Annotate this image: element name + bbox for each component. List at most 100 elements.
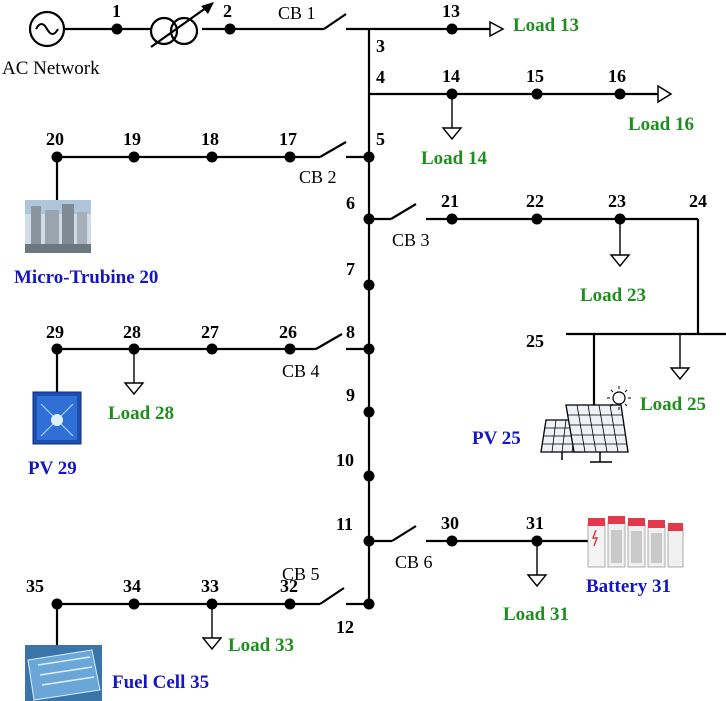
breaker-cb4-label: CB 4 [282, 361, 320, 381]
node-11-dot [363, 535, 375, 547]
node-28-dot [128, 343, 140, 355]
load-label-23: Load 23 [580, 285, 646, 306]
node-27-dot [206, 343, 218, 355]
node-14-dot [446, 88, 458, 100]
load-label-13: Load 13 [513, 15, 579, 36]
breaker-cb2-label: CB 2 [299, 167, 337, 187]
node-6-dot [363, 213, 375, 225]
node-30-dot [446, 535, 458, 547]
node-label-28: 28 [123, 322, 141, 342]
node-label-7: 7 [346, 259, 355, 279]
battery-icon [587, 516, 684, 568]
node-32-dot [284, 598, 296, 610]
node-label-4: 4 [376, 67, 385, 87]
node-label-25: 25 [526, 331, 544, 351]
node-label-3: 3 [376, 36, 385, 56]
node-label-22: 22 [526, 191, 544, 211]
load-label-25: Load 25 [640, 394, 706, 415]
load-labels: Load 13 Load 16 Load 14 Load 23 Load 25 … [108, 15, 706, 656]
node-label-9: 9 [346, 385, 355, 405]
breaker-cb5-label: CB 5 [282, 564, 320, 584]
breaker-cb5: CB 5 [282, 564, 345, 605]
node-22-dot [531, 213, 543, 225]
node-label-24: 24 [689, 191, 707, 211]
load-13-arrow-icon [489, 20, 505, 38]
load-23-icon [609, 219, 631, 268]
load-label-31: Load 31 [503, 604, 569, 625]
pv-29-label: PV 29 [28, 458, 77, 479]
node-label-1: 1 [112, 1, 121, 21]
node-5-dot [363, 151, 375, 163]
node-17-dot [284, 151, 296, 163]
node-labels: 1 2 3 4 5 6 7 8 9 10 11 12 13 14 15 16 1… [26, 1, 707, 637]
node-label-14: 14 [442, 66, 460, 86]
load-label-14: Load 14 [421, 148, 487, 169]
node-23-dot [614, 213, 626, 225]
node-label-5: 5 [376, 129, 385, 149]
pv-25-panel-icon [540, 404, 629, 463]
node-label-2: 2 [223, 1, 232, 21]
load-25-icon [669, 334, 691, 381]
node-label-19: 19 [123, 129, 141, 149]
node-label-10: 10 [336, 450, 354, 470]
node-label-17: 17 [279, 129, 297, 149]
node-21-dot [446, 213, 458, 225]
node-7-dot [363, 279, 375, 291]
load-label-16: Load 16 [628, 114, 694, 135]
node-26-dot [284, 343, 296, 355]
node-18-dot [206, 151, 218, 163]
pv-29-panel-icon [32, 391, 82, 445]
node-10-dot [363, 470, 375, 482]
node-label-15: 15 [526, 66, 544, 86]
node-13-dot [446, 23, 458, 35]
node-label-30: 30 [441, 513, 459, 533]
node-31-dot [531, 535, 543, 547]
node-label-29: 29 [46, 322, 64, 342]
node-label-34: 34 [123, 576, 141, 596]
breaker-cb3-label: CB 3 [392, 230, 430, 250]
node-12-dot [363, 598, 375, 610]
node-label-26: 26 [279, 322, 297, 342]
load-16-arrow-icon [657, 84, 673, 104]
node-dots [51, 23, 626, 610]
node-35-dot [51, 598, 63, 610]
node-label-20: 20 [46, 129, 64, 149]
ac-source-icon [28, 10, 66, 48]
breaker-cb2: CB 2 [299, 141, 347, 187]
node-label-18: 18 [201, 129, 219, 149]
node-20-dot [51, 151, 63, 163]
transformer-icon [149, 2, 214, 48]
node-label-16: 16 [608, 66, 626, 86]
node-label-23: 23 [608, 191, 626, 211]
node-19-dot [128, 151, 140, 163]
node-label-11: 11 [336, 514, 353, 534]
load-31-icon [526, 541, 548, 588]
breaker-cb1: CB 1 [278, 3, 347, 30]
node-label-8: 8 [346, 322, 355, 342]
wiring [55, 27, 726, 645]
node-label-27: 27 [201, 322, 219, 342]
node-label-33: 33 [201, 576, 219, 596]
fuel-cell-label: Fuel Cell 35 [112, 672, 209, 693]
node-33-dot [206, 598, 218, 610]
battery-label: Battery 31 [586, 576, 671, 597]
node-label-13: 13 [442, 1, 460, 21]
fuel-cell-icon [25, 645, 102, 701]
ac-network-label: AC Network [2, 58, 100, 79]
node-15-dot [531, 88, 543, 100]
node-2-dot [224, 23, 236, 35]
node-1-dot [111, 23, 123, 35]
node-label-31: 31 [526, 513, 544, 533]
load-label-28: Load 28 [108, 403, 174, 424]
load-33-icon [201, 604, 223, 651]
breaker-cb1-label: CB 1 [278, 3, 316, 23]
load-label-33: Load 33 [228, 635, 294, 656]
breaker-cb6: CB 6 [391, 525, 433, 572]
node-label-6: 6 [346, 193, 355, 213]
micro-turbine-icon [25, 200, 91, 253]
pv-25-label: PV 25 [472, 428, 521, 449]
micro-turbine-label: Micro-Trubine 20 [14, 267, 158, 288]
node-label-35: 35 [26, 576, 44, 596]
load-14-icon [441, 94, 463, 141]
